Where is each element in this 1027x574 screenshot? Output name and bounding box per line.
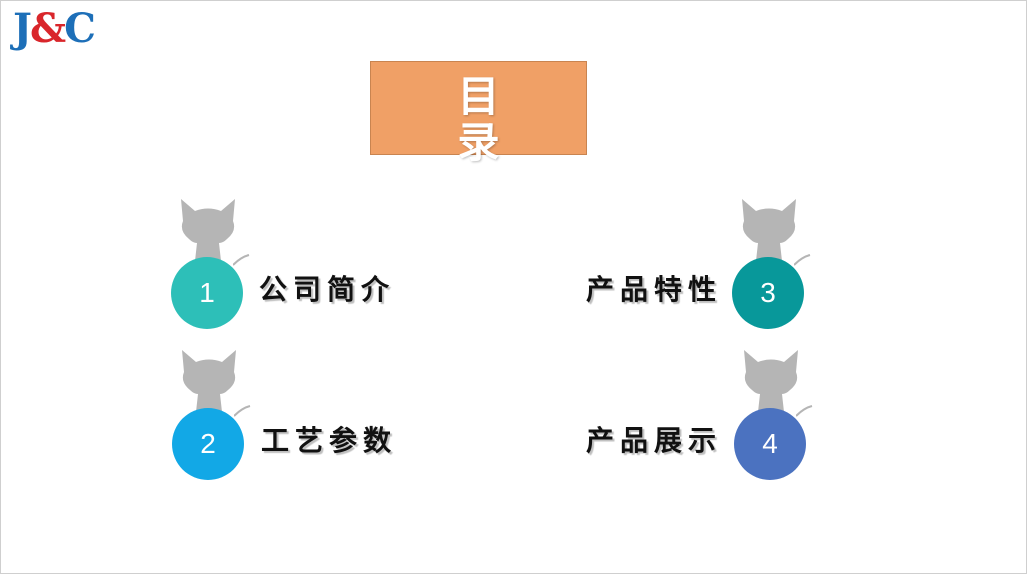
toc-item-4[interactable]: 4 — [734, 348, 814, 488]
tail-icon — [796, 405, 813, 417]
toc-item-2[interactable]: 2 — [172, 348, 252, 488]
tail-icon — [794, 254, 811, 266]
toc-label-product-showcase[interactable]: 产品展示 — [586, 424, 723, 457]
toc-item-1[interactable]: 1 — [171, 197, 251, 337]
cat-silhouette-icon — [744, 350, 798, 412]
logo-ampersand: & — [29, 5, 66, 52]
brand-logo: J&C — [13, 5, 96, 52]
toc-number-badge: 3 — [732, 257, 804, 329]
page-subtitle: content — [448, 168, 509, 188]
toc-label-process-params[interactable]: 工艺参数 — [261, 424, 398, 457]
toc-item-3[interactable]: 3 — [732, 197, 812, 337]
toc-number-badge: 2 — [172, 408, 244, 480]
page-title: 目 录 — [457, 72, 536, 167]
cat-silhouette-icon — [182, 350, 236, 412]
toc-label-product-features[interactable]: 产品特性 — [586, 273, 723, 306]
logo-letter-c: C — [64, 5, 96, 52]
toc-number-badge: 4 — [734, 408, 806, 480]
tail-icon — [233, 254, 250, 266]
toc-number-badge: 1 — [171, 257, 243, 329]
tail-icon — [234, 405, 251, 417]
toc-label-company-intro[interactable]: 公司简介 — [259, 273, 396, 306]
cat-silhouette-icon — [181, 199, 235, 261]
logo-letter-j: J — [13, 5, 32, 52]
contents-title-box: 目 录 content — [370, 61, 587, 188]
cat-silhouette-icon — [742, 199, 796, 261]
